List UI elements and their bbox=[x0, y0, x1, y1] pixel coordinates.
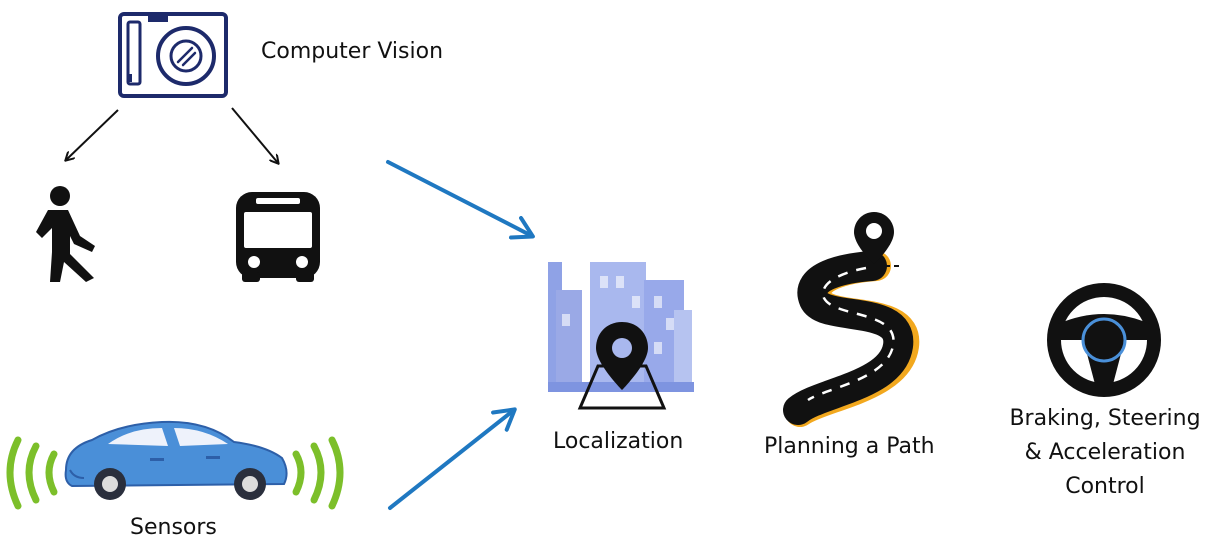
label-control: Braking, Steering & Acceleration Control bbox=[1000, 402, 1210, 504]
bus-icon bbox=[236, 192, 320, 282]
arrow-sensors-to-localization bbox=[388, 407, 517, 510]
signal-waves-left-icon bbox=[6, 436, 58, 510]
signal-waves-right-icon bbox=[292, 436, 344, 510]
car-icon bbox=[64, 420, 288, 500]
label-localization: Localization bbox=[553, 429, 684, 454]
arrow-to-bus bbox=[231, 107, 278, 163]
label-computer-vision: Computer Vision bbox=[261, 39, 444, 64]
camera-icon bbox=[118, 12, 228, 98]
label-planning-path: Planning a Path bbox=[764, 434, 935, 459]
label-control-line-3: Control bbox=[1065, 474, 1145, 499]
label-control-line-2: & Acceleration bbox=[1024, 440, 1186, 465]
arrow-vision-to-localization bbox=[386, 160, 535, 240]
arrow-to-pedestrian bbox=[66, 109, 119, 160]
city-location-icon bbox=[548, 262, 694, 410]
winding-road-icon bbox=[783, 212, 920, 427]
label-control-line-1: Braking, Steering bbox=[1009, 406, 1201, 431]
label-sensors: Sensors bbox=[130, 515, 217, 540]
steering-wheel-icon bbox=[1047, 283, 1161, 397]
pedestrian-icon bbox=[36, 186, 95, 282]
